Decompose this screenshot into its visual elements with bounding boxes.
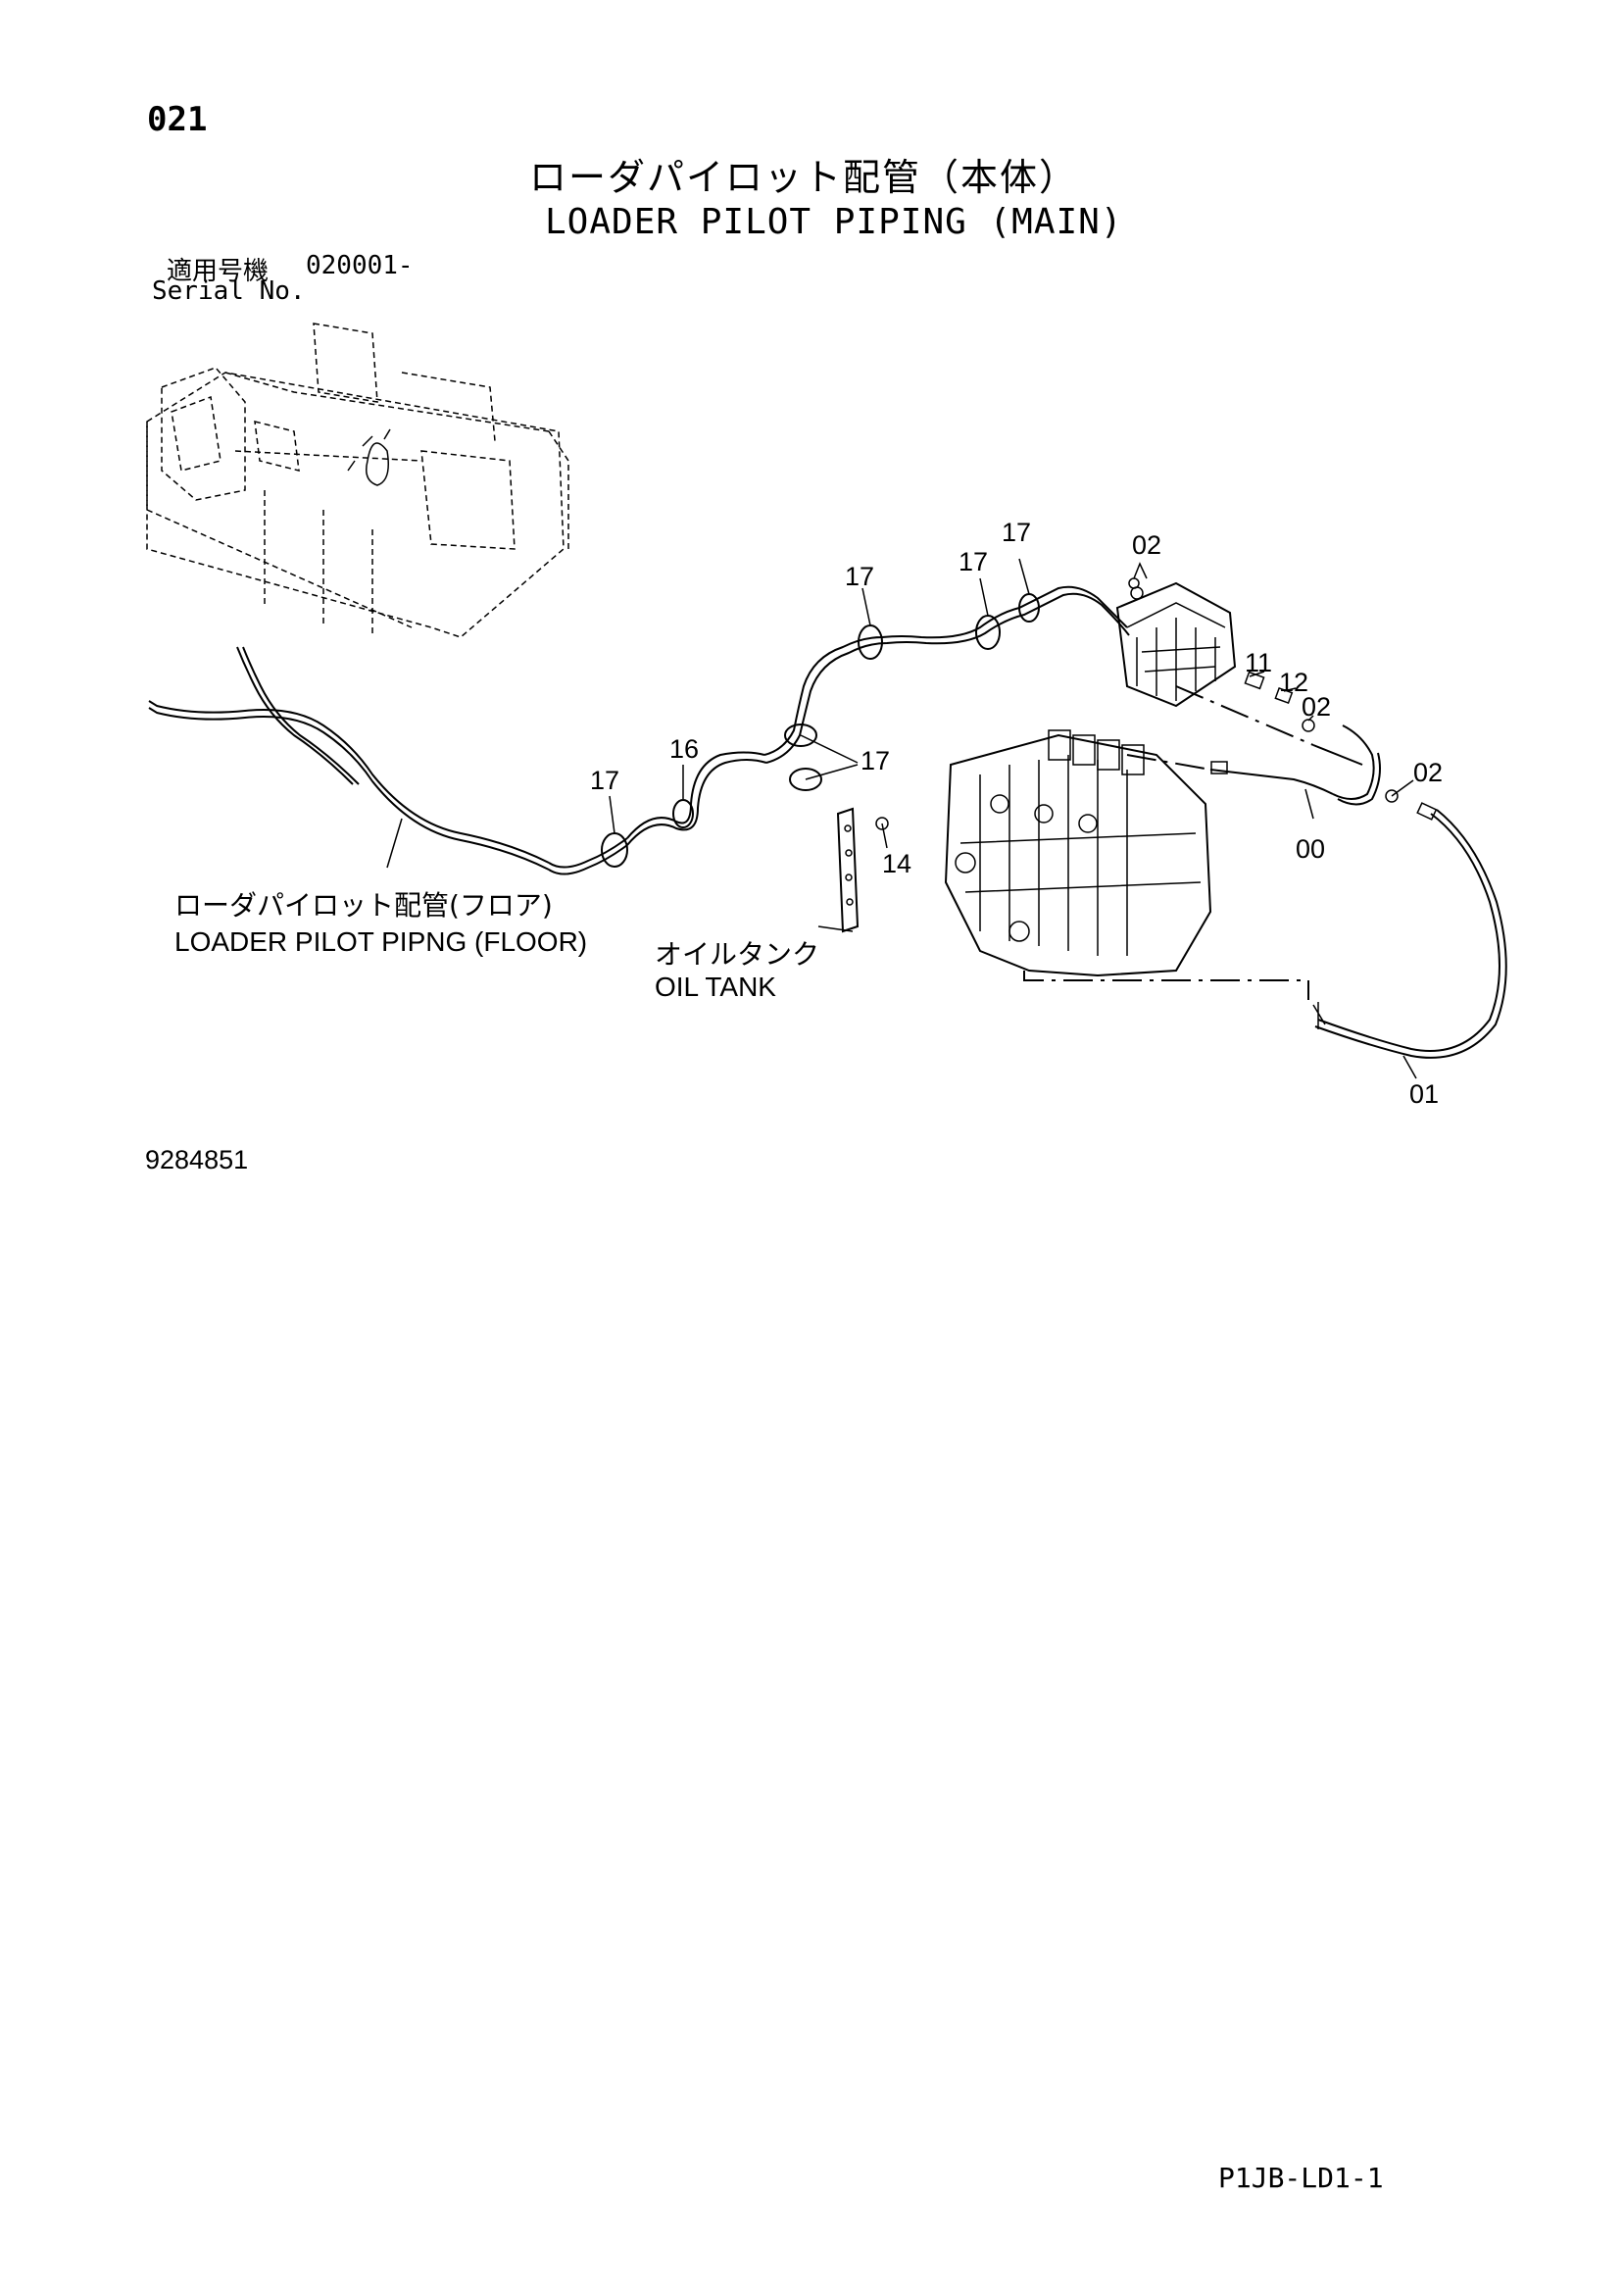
callout-02-mid: 02	[1302, 692, 1331, 722]
callout-00: 00	[1296, 834, 1325, 864]
floor-piping-label-japanese: ローダパイロット配管(フロア)	[174, 889, 553, 922]
callout-17-top-mid: 17	[959, 547, 988, 576]
callout-02-right: 02	[1413, 758, 1443, 787]
drawing-number: 9284851	[145, 1145, 249, 1174]
oil-tank-bracket	[836, 807, 889, 933]
callout-17-upper: 17	[845, 562, 874, 591]
serial-label-english: Serial No.	[152, 276, 306, 306]
callout-17-cluster: 17	[861, 746, 890, 775]
machine-overview-illustration	[146, 323, 569, 638]
serial-value: 020001-	[306, 251, 414, 280]
callout-16: 16	[669, 734, 699, 764]
pilot-valve-block	[1115, 577, 1237, 708]
floor-pilot-pipe	[148, 646, 767, 875]
oil-tank-label-english: OIL TANK	[655, 972, 776, 1002]
main-control-valve	[944, 729, 1212, 977]
pipe-clamps	[601, 593, 1040, 868]
leader-lines	[386, 558, 1417, 1079]
reference-lines	[1023, 685, 1314, 1000]
main-pilot-pipe	[763, 585, 1130, 764]
page-number: 021	[147, 100, 208, 139]
title-japanese: ローダパイロット配管（本体）	[529, 156, 1079, 199]
serial-label-japanese: 適用号機	[167, 257, 270, 286]
callout-12: 12	[1279, 668, 1308, 697]
callout-17-left: 17	[590, 766, 619, 795]
callout-11: 11	[1245, 648, 1272, 677]
oil-tank-label-japanese: オイルタンク	[655, 938, 819, 971]
callout-01: 01	[1409, 1079, 1439, 1109]
callout-02-top: 02	[1132, 530, 1161, 560]
hoses	[1209, 724, 1507, 1059]
callout-17-top-right: 17	[1002, 518, 1031, 547]
title-english: LOADER PILOT PIPING (MAIN)	[545, 202, 1123, 242]
sheet-code: P1JB-LD1-1	[1218, 2162, 1384, 2194]
floor-piping-label-english: LOADER PILOT PIPNG (FLOOR)	[174, 926, 587, 957]
callout-14: 14	[882, 849, 911, 878]
